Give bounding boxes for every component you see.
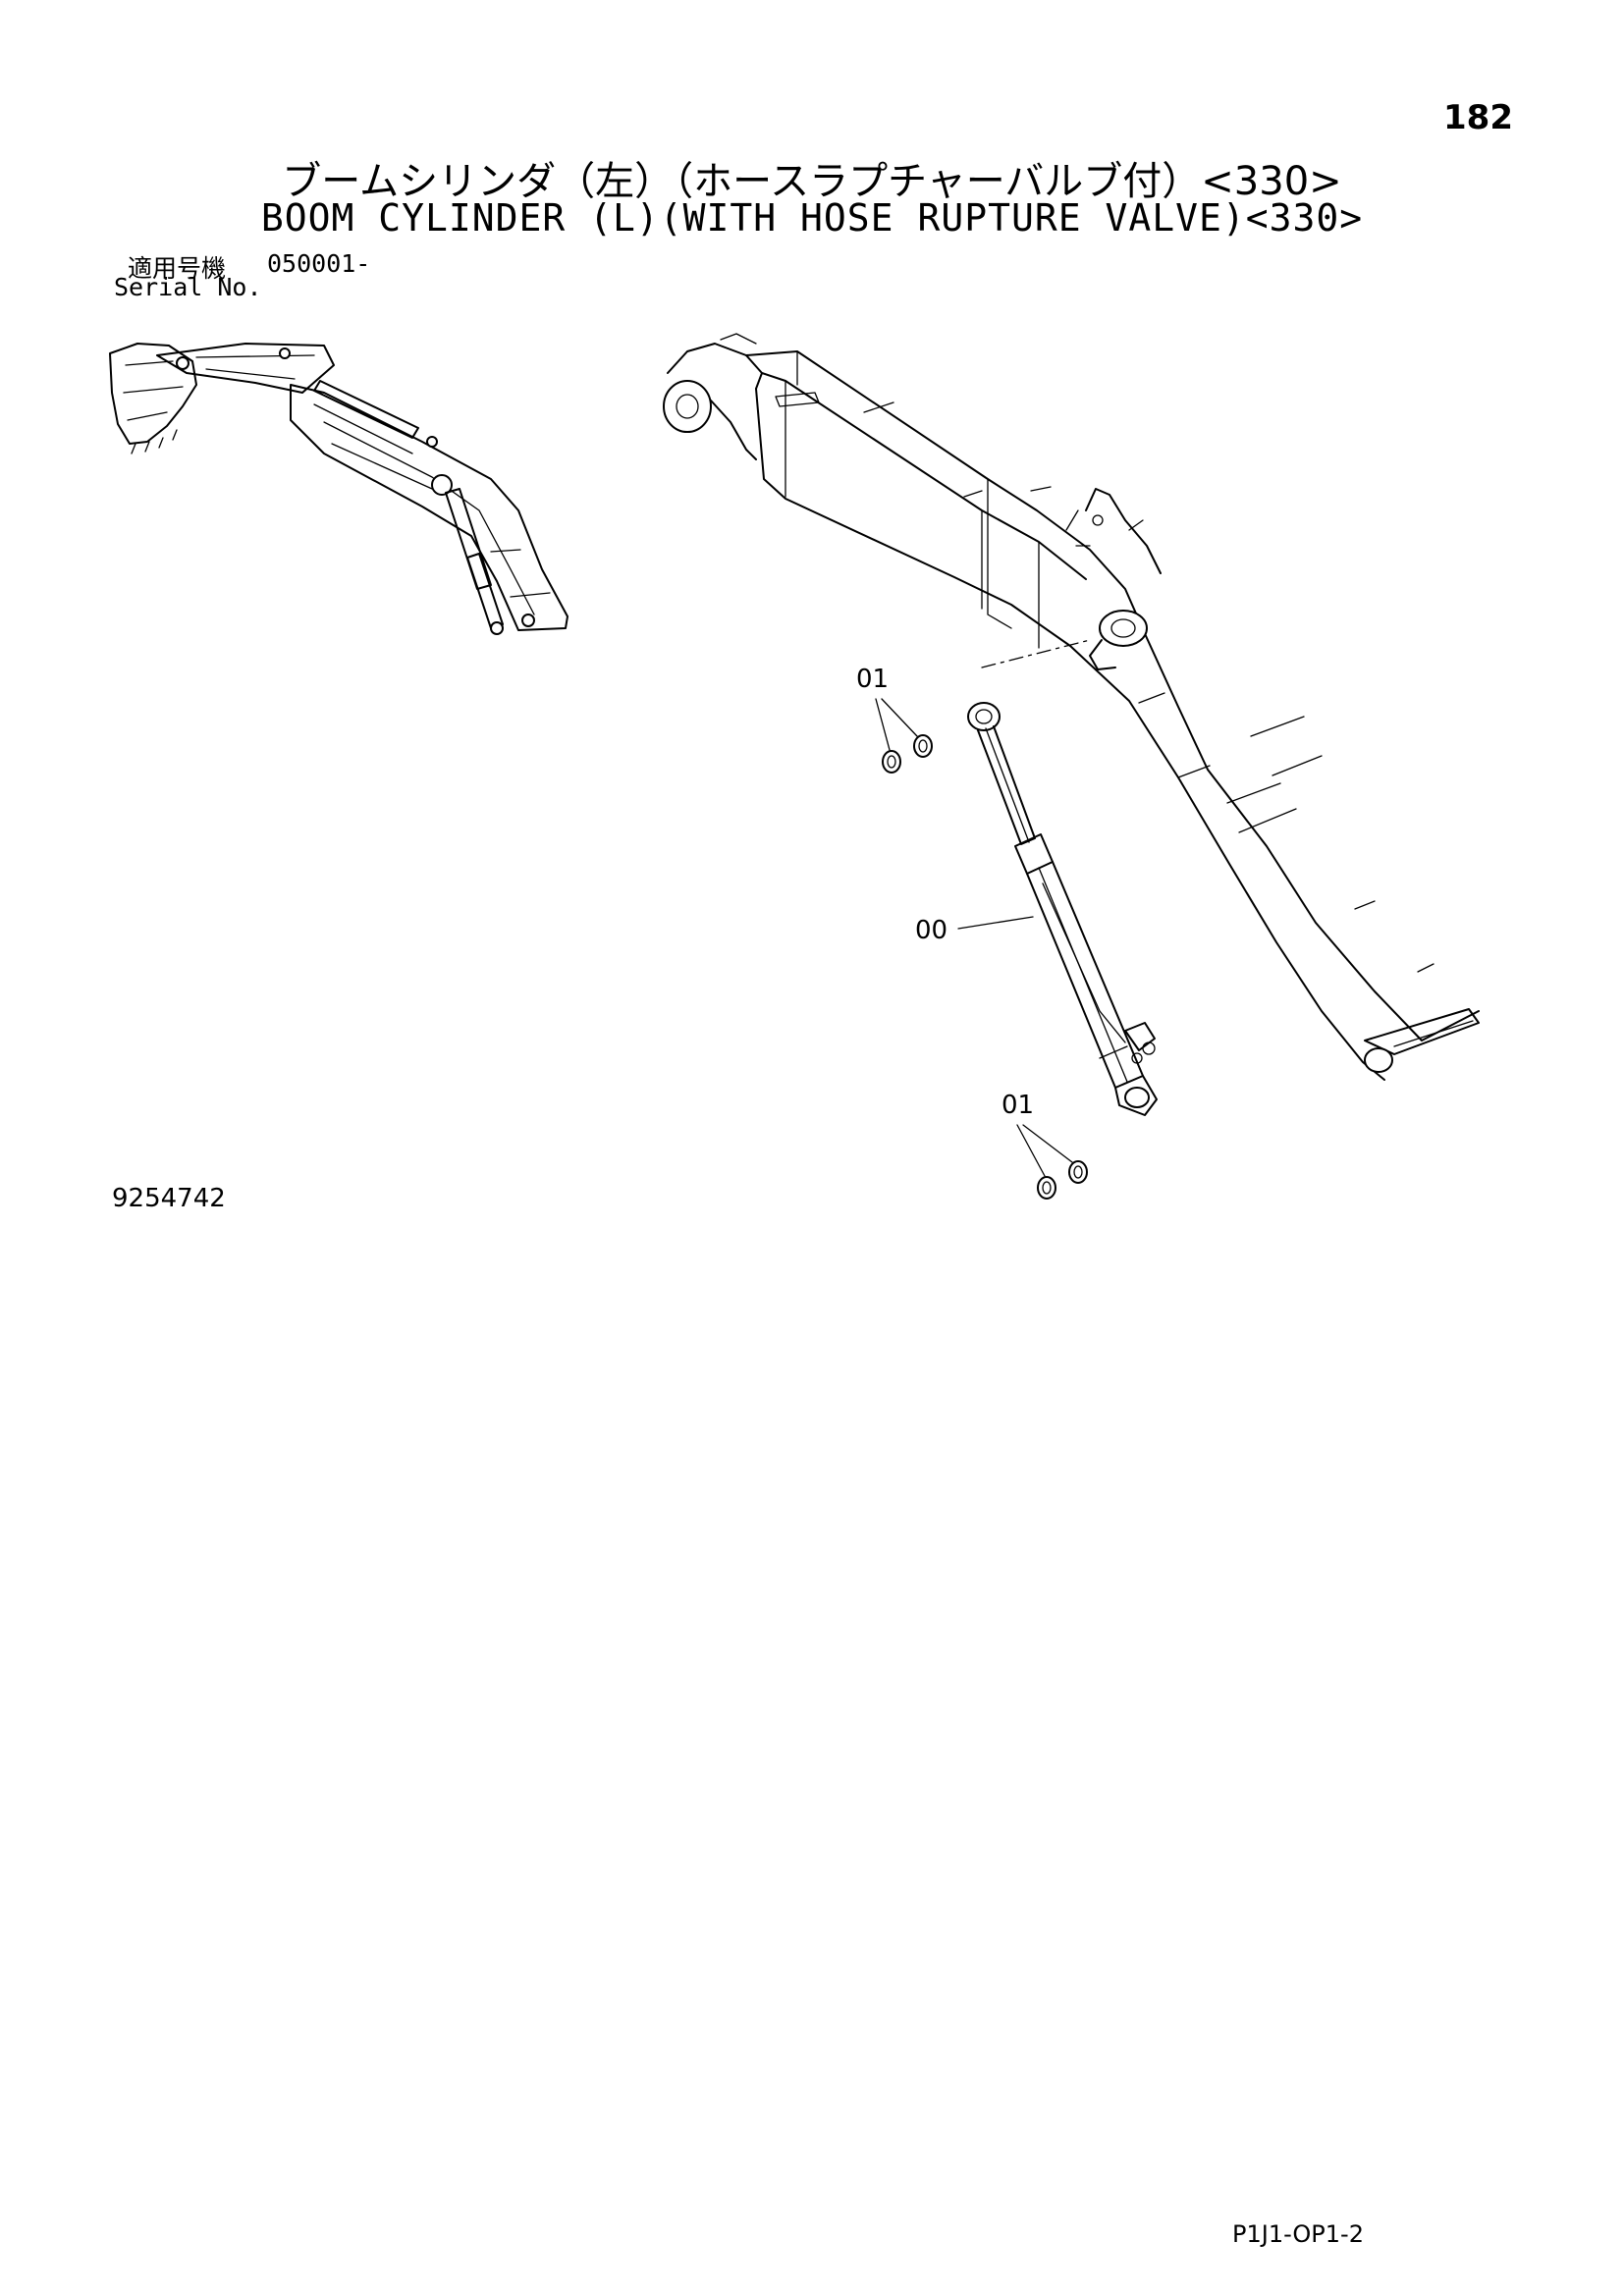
serial-label-japanese: 適用号機 — [128, 254, 227, 283]
callout-01-upper: 01 — [856, 665, 889, 694]
page-title-japanese: ブームシリンダ（左）（ホースラプチャーバルブ付）<330> — [282, 159, 1342, 204]
serial-number-value: 050001- — [267, 249, 371, 278]
excavator-overview-icon — [109, 343, 568, 635]
page-code: P1J1-OP1-2 — [1232, 2220, 1364, 2248]
serial-label-english: Serial No. — [114, 273, 262, 301]
drawing-number: 9254742 — [112, 1184, 226, 1213]
leader-line-01-upper — [875, 698, 918, 751]
boom-cylinder-icon — [967, 702, 1158, 1116]
callout-00: 00 — [915, 916, 947, 945]
page-title-english: BOOM CYLINDER (L)(WITH HOSE RUPTURE VALV… — [260, 196, 1364, 240]
seal-ring-icon — [882, 734, 1088, 1200]
boom-assembly-icon — [663, 333, 1480, 1081]
page-number: 182 — [1443, 98, 1513, 137]
callout-01-lower: 01 — [1001, 1091, 1034, 1120]
alignment-line — [981, 639, 1091, 668]
leader-line-00 — [957, 916, 1034, 930]
leader-line-01-lower — [1016, 1124, 1073, 1177]
